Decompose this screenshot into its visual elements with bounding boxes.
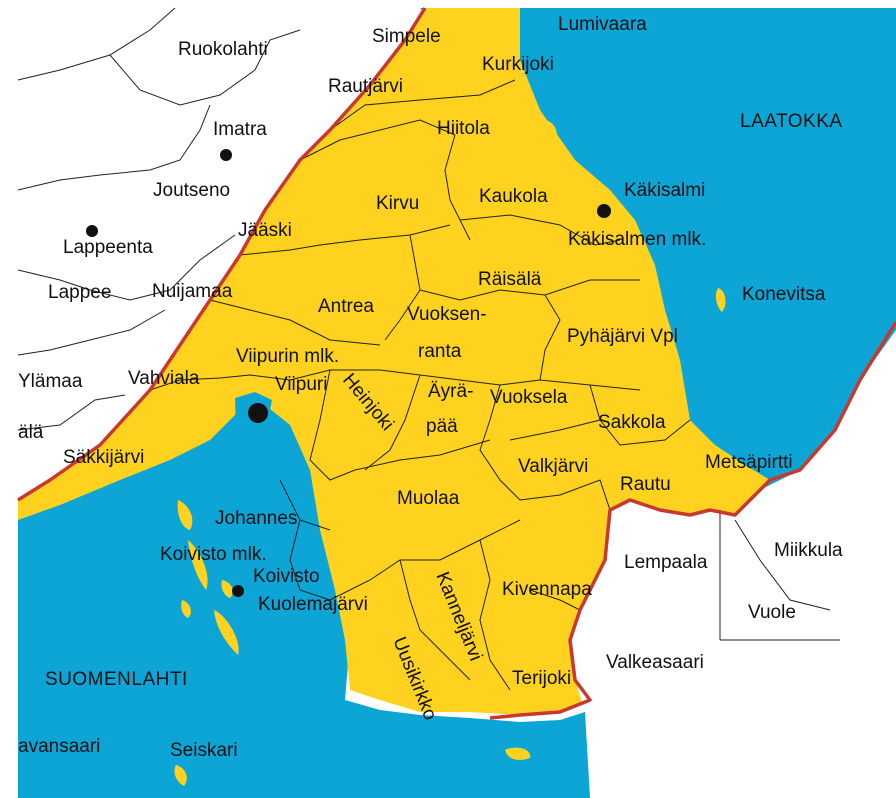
label-kaukola: Kaukola (479, 186, 548, 207)
label-imatra: Imatra (213, 119, 267, 140)
label-lappee: Lappee (48, 282, 111, 303)
label-laatokka: LAATOKKA (740, 111, 843, 132)
label-viipuri: Viipuri (275, 374, 327, 395)
label-valkeasaari: Valkeasaari (606, 652, 704, 673)
label-muolaa: Muolaa (397, 488, 460, 509)
island (844, 760, 865, 792)
island (174, 765, 187, 786)
label-lumivaara: Lumivaara (558, 14, 647, 35)
label-konevitsa: Konevitsa (742, 284, 826, 305)
island (539, 119, 558, 143)
label-kuolemajarvi: Kuolemajärvi (258, 594, 368, 615)
island (715, 288, 726, 312)
label-antrea: Antrea (318, 296, 374, 317)
border-east (489, 321, 896, 720)
island (181, 600, 191, 618)
label-joutseno: Joutseno (153, 180, 230, 201)
island (221, 580, 233, 598)
label-suomenlahti: SUOMENLAHTI (45, 669, 188, 690)
label-miikkula: Miikkula (774, 540, 843, 561)
label-vaala: älä (18, 422, 44, 443)
suomenlahti-sea (18, 395, 590, 798)
label-kirvu: Kirvu (376, 193, 419, 214)
ceded-area (18, 8, 770, 715)
border-west (17, 7, 427, 502)
label-ayrapaa-1: Äyrä- (428, 381, 473, 402)
kakisalmi-dot (597, 204, 611, 218)
label-raisala: Räisälä (478, 269, 542, 290)
label-simpele: Simpele (372, 26, 441, 47)
label-vahviala: Vahviala (128, 368, 200, 389)
label-ruokolahti: Ruokolahti (178, 39, 268, 60)
label-jaaski: Jääski (238, 220, 292, 241)
label-metsapirtti: Metsäpirtti (705, 452, 793, 473)
label-lavansaari: avansaari (18, 736, 100, 757)
label-kurkijoki: Kurkijoki (482, 54, 554, 75)
koivisto-dot (232, 585, 244, 597)
label-seiskari: Seiskari (170, 740, 238, 761)
label-koivisto: Koivisto (253, 566, 320, 587)
label-hiitola: Hiitola (437, 118, 490, 139)
label-lempaala: Lempaala (624, 552, 708, 573)
label-kivennapa: Kivennapa (502, 579, 592, 600)
label-pyhajarvi: Pyhäjärvi Vpl (567, 326, 678, 347)
label-johannes: Johannes (215, 508, 297, 529)
label-vuole: Vuole (748, 602, 796, 623)
label-nuijamaa: Nuijamaa (152, 281, 233, 302)
label-sakkijarvi: Säkkijärvi (63, 447, 144, 468)
label-vuoksenranta-1: Vuoksen- (407, 304, 487, 325)
label-valkjarvi: Valkjärvi (518, 456, 588, 477)
imatra-dot (220, 149, 232, 161)
soviet-side-land (570, 485, 896, 798)
label-rautu: Rautu (620, 474, 671, 495)
label-koivisto-mlk: Koivisto mlk. (160, 544, 267, 565)
label-lappeenranta: Lappeenta (63, 237, 153, 258)
island (188, 540, 208, 590)
label-ayrapaa-2: pää (426, 416, 458, 437)
lappeenranta-dot (86, 225, 98, 237)
municipal-boundaries (17, 7, 840, 691)
label-kakisalmen-mlk: Käkisalmen mlk. (568, 229, 706, 250)
border-lines (17, 7, 896, 720)
label-vuoksenranta-2: ranta (418, 341, 462, 362)
label-viipurin-mlk: Viipurin mlk. (236, 346, 339, 367)
label-ylamaa: Ylämaa (18, 371, 83, 392)
island (214, 610, 239, 655)
label-sakkola: Sakkola (598, 412, 666, 433)
viipuri-dot (248, 403, 268, 423)
label-rautjarvi: Rautjärvi (328, 76, 403, 97)
label-kakisalmi: Käkisalmi (624, 180, 705, 201)
label-terijoki: Terijoki (512, 668, 571, 689)
island (505, 747, 531, 760)
label-vuoksela: Vuoksela (490, 387, 568, 408)
island (177, 500, 193, 530)
